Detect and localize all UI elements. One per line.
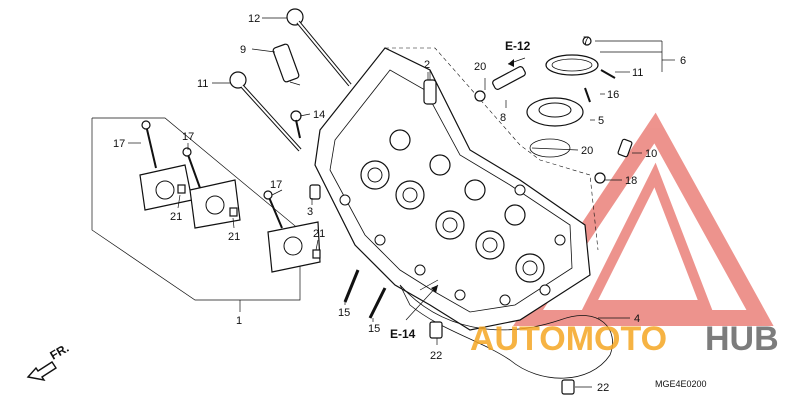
callout-15b: 15 [368,323,380,335]
callout-22b: 22 [597,382,609,394]
ref-arrow-e14 [405,284,439,321]
callout-6: 6 [680,55,686,67]
callout-8: 8 [500,112,506,124]
callout-17a: 17 [113,138,125,150]
ref-e14: E-14 [390,327,416,341]
part-bolt-12 [286,8,352,87]
callout-1: 1 [236,315,242,327]
watermark-triangle [513,112,774,326]
callout-9: 9 [240,44,246,56]
callout-17c: 17 [270,179,282,191]
group-frame [91,117,301,301]
svg-text:AUTOMOTO: AUTOMOTO [470,320,667,358]
ref-e12: E-12 [505,39,531,53]
cam-holder-c [263,190,321,273]
callout-20: 20 [581,145,593,157]
callout-2: 2 [424,59,430,71]
callout-18: 18 [625,175,637,187]
part-injector-8 [492,66,526,90]
part-o-ring-20 [529,138,571,158]
callout-labels: 12 9 11 14 17 17 17 21 21 21 3 2 1 15 15… [113,13,686,394]
dashed-outline [385,47,599,251]
callout-15a: 15 [338,307,350,319]
part-dowel-2 [423,70,437,105]
callout-3: 3 [307,206,313,218]
part-clamp-6 [545,54,599,76]
callout-21c: 21 [313,228,325,240]
callout-10: 10 [645,148,657,160]
ref-arrow-e12 [507,57,526,67]
callout-22a: 22 [430,350,442,362]
callout-21b: 21 [228,231,240,243]
cam-holder-a [139,120,193,211]
callout-11: 11 [632,67,643,79]
callout-21a: 21 [170,211,182,223]
callout-12: 12 [248,13,260,25]
part-bolt-13 [229,71,302,152]
diagram-code: MGE4E0200 [655,379,707,389]
cylinder-head [314,47,613,379]
cam-holder-b [182,147,241,229]
callout-17b: 17 [182,131,194,143]
callout-7: 7 [583,35,589,47]
callout-19: 20 [474,61,486,73]
part-bolt-14 [290,110,302,139]
part-dowel-3 [309,184,321,200]
callout-14: 14 [313,109,325,121]
leader-lines [128,17,675,388]
front-arrow-icon [26,361,57,381]
watermark-text: AUTOMOTO HUB [470,320,779,358]
part-insulator-5 [526,97,584,127]
svg-text:HUB: HUB [705,320,779,358]
part-spark-plug-9 [272,43,301,86]
callout-13: 11 [197,78,208,90]
part-sensor-10 [617,138,633,158]
front-label: FR. [48,341,72,363]
callout-5: 5 [598,115,604,127]
callout-4: 4 [634,313,640,325]
callout-16: 16 [607,89,619,101]
part-stud-15 [343,269,387,319]
